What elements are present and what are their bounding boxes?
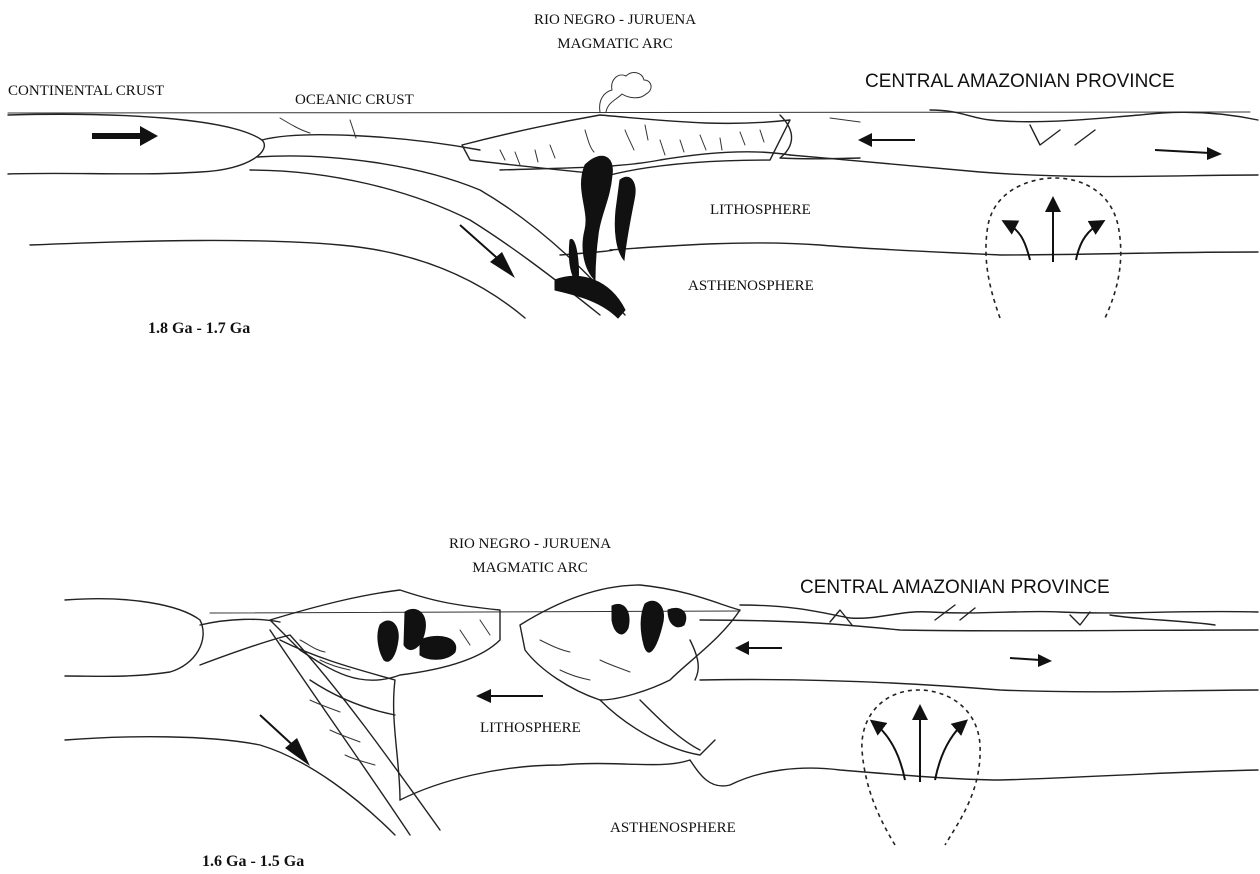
top-oceanic-crust-label: OCEANIC CRUST <box>295 92 414 108</box>
top-panel: RIO NEGRO - JURUENA MAGMATIC ARC CONTINE… <box>8 12 1258 337</box>
bottom-asthenosphere-label: ASTHENOSPHERE <box>610 820 736 836</box>
arrow-right-icon <box>1155 147 1222 160</box>
top-age-label: 1.8 Ga - 1.7 Ga <box>148 320 250 337</box>
bottom-age-label: 1.6 Ga - 1.5 Ga <box>202 853 304 870</box>
mantle-plume-icon <box>986 178 1121 318</box>
arrow-down-right-icon <box>260 715 310 766</box>
bottom-arc-label-line1: RIO NEGRO - JURUENA <box>449 536 611 552</box>
bottom-arc-label-line2: MAGMATIC ARC <box>472 560 587 576</box>
top-lithosphere-label: LITHOSPHERE <box>710 202 811 218</box>
arrow-left-icon <box>858 133 915 147</box>
top-arc-label-line2: MAGMATIC ARC <box>557 36 672 52</box>
arrow-left-icon <box>735 641 782 655</box>
bottom-central-amazonian-label: CENTRAL AMAZONIAN PROVINCE <box>800 577 1110 598</box>
volcano-eruption-icon <box>600 73 651 112</box>
arrow-right-icon <box>1010 654 1052 667</box>
top-asthenosphere-label: ASTHENOSPHERE <box>688 278 814 294</box>
bottom-panel: RIO NEGRO - JURUENA MAGMATIC ARC CENTRAL… <box>65 536 1258 870</box>
arrow-left-icon <box>476 689 543 703</box>
top-arc-label-line1: RIO NEGRO - JURUENA <box>534 12 696 28</box>
bottom-lithosphere-label: LITHOSPHERE <box>480 720 581 736</box>
top-central-amazonian-label: CENTRAL AMAZONIAN PROVINCE <box>865 71 1175 92</box>
arrow-right-icon <box>92 126 158 146</box>
mantle-plume-icon <box>862 690 980 845</box>
top-continental-crust-label: CONTINENTAL CRUST <box>8 83 164 99</box>
arrow-down-right-icon <box>460 225 515 278</box>
